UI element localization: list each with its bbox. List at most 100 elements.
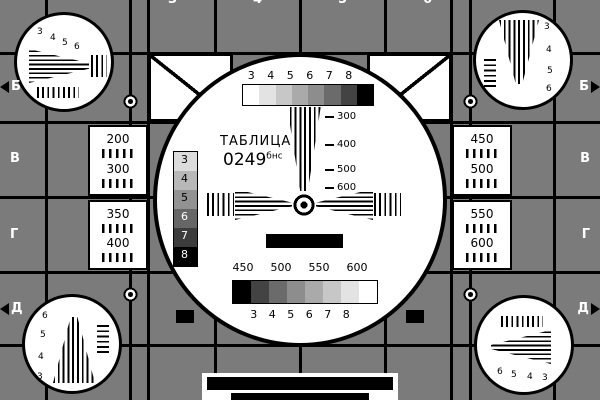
registration-mark [463, 94, 478, 109]
wedge-number: 4 [38, 352, 44, 362]
card-title: ТАБЛИЦА [220, 134, 292, 149]
strip-number: 7 [181, 229, 188, 242]
line-grating [466, 253, 498, 262]
wedge-number: 4 [50, 33, 56, 43]
edge-arrow-icon [591, 81, 600, 93]
wedge-number: 5 [62, 38, 68, 48]
panel-left-top: 200 300 [88, 125, 148, 196]
resolution-wedge [53, 317, 95, 383]
wedge-number: 6 [546, 84, 552, 94]
grid-line [45, 0, 48, 400]
line-grating [102, 224, 134, 233]
edge-arrow-icon [0, 81, 9, 93]
line-grating [484, 57, 496, 87]
grid-line [553, 0, 556, 400]
wedge-number: 6 [42, 311, 48, 321]
card-code-number: 0249 [223, 150, 267, 170]
corner-circle-top-right: 3 4 5 6 [473, 10, 573, 110]
line-grating [91, 55, 107, 77]
row-label-right: Г [581, 227, 590, 242]
resolution-wedge [29, 49, 89, 83]
wedge-number: 3 [37, 372, 43, 382]
wedge-number: 5 [547, 66, 553, 76]
card-code-suffix: бнс [266, 151, 283, 162]
row-label-left: Б [11, 79, 21, 94]
strip-number: 5 [181, 191, 188, 204]
wedge-number: 5 [40, 330, 46, 340]
frequency-mark: 600 [325, 183, 356, 193]
vertical-resolution-wedge [287, 107, 321, 191]
wedge-number: 6 [74, 42, 80, 52]
row-label-right: Д [577, 301, 589, 316]
wedge-number: 3 [542, 373, 548, 383]
strip-number: 3 [181, 153, 188, 166]
row-label-left: Г [10, 227, 19, 242]
horizontal-resolution-wedge-left [235, 189, 292, 220]
registration-mark [463, 287, 478, 302]
black-bar [231, 393, 369, 400]
wedge-number: 4 [527, 372, 533, 382]
corner-circle-top-left: 3 4 5 6 [14, 12, 114, 112]
frequency-label: 450 [470, 132, 494, 147]
row-label-left: В [10, 151, 20, 166]
frequency-label: 550 [470, 207, 494, 221]
frequency-label: 400 [106, 236, 130, 250]
grayscale-bar-top [242, 84, 374, 106]
edge-arrow-icon [591, 303, 600, 315]
corner-circle-bottom-right: 6 5 4 3 [474, 295, 574, 395]
frequency-label: 350 [106, 207, 130, 221]
frequency-label: 300 [106, 161, 130, 176]
horizontal-resolution-wedge-right [316, 189, 373, 220]
panel-left-bottom: 350 400 [88, 200, 148, 270]
row-label-left: Д [11, 301, 23, 316]
tick-icon [325, 187, 334, 189]
frequency-mark: 300 [325, 112, 356, 122]
wedge-number: 5 [511, 370, 517, 380]
wedge-number: 6 [497, 367, 503, 377]
row-label-right: Б [579, 79, 589, 94]
tick-icon [325, 144, 334, 146]
grid-line [147, 0, 150, 400]
panel-right-top: 450 500 [452, 125, 512, 196]
black-bar [207, 377, 393, 390]
wedge-number: 3 [544, 22, 550, 32]
grid-line [450, 0, 453, 400]
strip-number: 6 [181, 210, 188, 223]
panel-right-bottom: 550 600 [452, 200, 512, 270]
black-square [176, 310, 194, 323]
registration-mark [123, 287, 138, 302]
tick-icon [325, 169, 334, 171]
grayscale-top-labels: 3 4 5 6 7 8 [247, 69, 353, 82]
center-bullseye [292, 193, 316, 217]
line-grating [374, 193, 401, 216]
resolution-wedge [491, 330, 551, 364]
card-code: 0249бнс [223, 152, 283, 169]
column-label-top: 3 [168, 0, 177, 6]
line-grating [207, 193, 234, 216]
bottom-reference-block [202, 373, 398, 400]
frequency-mark: 400 [325, 140, 356, 150]
resolution-wedge [499, 20, 539, 84]
bottom-frequency-labels: 450 500 550 600 [232, 261, 368, 274]
line-grating [466, 224, 498, 233]
frequency-label: 500 [470, 161, 494, 176]
edge-arrow-icon [0, 303, 9, 315]
strip-number: 4 [181, 172, 188, 185]
tick-icon [325, 116, 334, 118]
line-grating [466, 149, 498, 159]
line-grating [102, 253, 134, 262]
corner-circle-bottom-left: 6 5 4 3 [22, 294, 122, 394]
frequency-label: 200 [106, 132, 130, 147]
row-label-right: В [580, 151, 590, 166]
column-label-top: 5 [338, 0, 347, 6]
grayscale-bottom-labels: 3 4 5 6 7 8 [250, 308, 350, 321]
line-grating [97, 323, 109, 353]
line-grating [501, 316, 543, 327]
black-square [406, 310, 424, 323]
strip-number: 8 [181, 248, 188, 261]
grayscale-strip-left [173, 151, 198, 267]
central-circle: 3 4 5 6 7 8 ТАБЛИЦА 0249бнс 300 400 500 … [153, 53, 447, 347]
line-grating [37, 87, 79, 98]
line-grating [102, 149, 134, 159]
